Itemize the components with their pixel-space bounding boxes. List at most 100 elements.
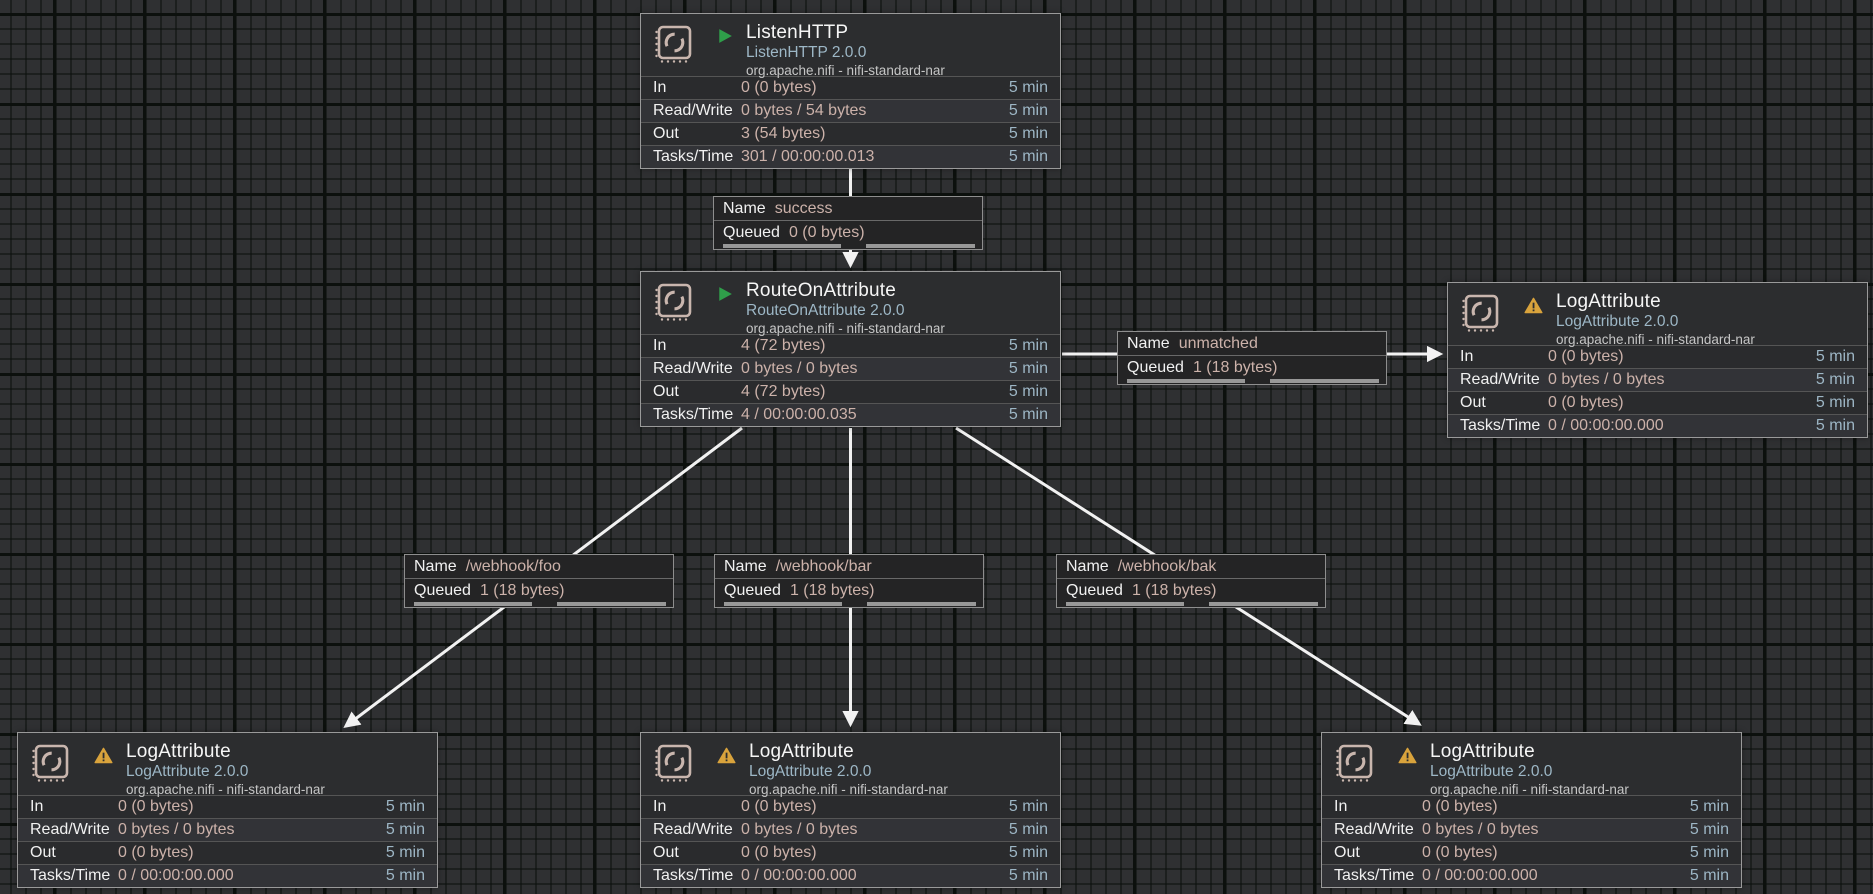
processor-header: LogAttribute LogAttribute 2.0.0 org.apac… <box>641 733 1060 797</box>
stat-row-taskstime: Tasks/Time 0 / 00:00:00.000 5 min <box>1448 414 1867 437</box>
processor-stamp-icon <box>653 743 693 789</box>
queued-key: Queued <box>723 224 780 241</box>
processor-bundle: org.apache.nifi - nifi-standard-nar <box>749 782 948 797</box>
stat-label: In <box>30 798 44 815</box>
queued-value: 0 (0 bytes) <box>788 224 865 241</box>
stat-label: Out <box>30 844 56 861</box>
stat-window: 5 min <box>1008 360 1048 377</box>
processor-header: ListenHTTP ListenHTTP 2.0.0 org.apache.n… <box>641 14 1060 79</box>
stat-window: 5 min <box>1008 867 1048 884</box>
processor-name: LogAttribute <box>126 741 231 762</box>
processor-bundle: org.apache.nifi - nifi-standard-nar <box>126 782 325 797</box>
stat-value: 0 (0 bytes) <box>118 798 194 815</box>
stat-window: 5 min <box>1689 798 1729 815</box>
connection-name-row: Name/webhook/bar <box>715 555 983 579</box>
processor-name: LogAttribute <box>749 741 854 762</box>
stat-label: Tasks/Time <box>1334 867 1415 884</box>
processor-header: LogAttribute LogAttribute 2.0.0 org.apac… <box>18 733 437 797</box>
stat-value: 0 (0 bytes) <box>741 798 817 815</box>
stat-label: Read/Write <box>1334 821 1414 838</box>
stat-row-in: In 0 (0 bytes) 5 min <box>641 795 1060 818</box>
name-value: success <box>774 200 833 217</box>
processor-type: LogAttribute 2.0.0 <box>749 763 872 780</box>
queue-percent-bars <box>1057 602 1325 607</box>
stat-label: Read/Write <box>1460 371 1540 388</box>
stat-value: 3 (54 bytes) <box>741 125 826 142</box>
stat-value: 0 (0 bytes) <box>118 844 194 861</box>
connection-queued-row: Queued 0 (0 bytes) <box>714 221 982 244</box>
stat-row-taskstime: Tasks/Time 4 / 00:00:00.035 5 min <box>641 403 1060 426</box>
processor-name: RouteOnAttribute <box>746 280 897 301</box>
processor-titles: ListenHTTP ListenHTTP 2.0.0 org.apache.n… <box>746 21 1050 79</box>
stat-row-out: Out 4 (72 bytes) 5 min <box>641 380 1060 403</box>
processor-logattribute-foo[interactable]: LogAttribute LogAttribute 2.0.0 org.apac… <box>17 732 438 888</box>
processor-logattribute-bar[interactable]: LogAttribute LogAttribute 2.0.0 org.apac… <box>640 732 1061 888</box>
processor-header: RouteOnAttribute RouteOnAttribute 2.0.0 … <box>641 272 1060 336</box>
processor-listenhttp[interactable]: ListenHTTP ListenHTTP 2.0.0 org.apache.n… <box>640 13 1061 169</box>
stat-row-taskstime: Tasks/Time 0 / 00:00:00.000 5 min <box>641 864 1060 887</box>
stat-label: Read/Write <box>653 102 733 119</box>
queued-value: 1 (18 bytes) <box>479 582 565 599</box>
stat-row-in: In 0 (0 bytes) 5 min <box>18 795 437 818</box>
stat-window: 5 min <box>1689 844 1729 861</box>
stat-row-taskstime: Tasks/Time 0 / 00:00:00.000 5 min <box>1322 864 1741 887</box>
processor-routeonattribute[interactable]: RouteOnAttribute RouteOnAttribute 2.0.0 … <box>640 271 1061 427</box>
processor-name: LogAttribute <box>1430 741 1535 762</box>
queue-percent-bars <box>1118 379 1386 384</box>
processor-type: ListenHTTP 2.0.0 <box>746 44 867 61</box>
stat-window: 5 min <box>1008 337 1048 354</box>
stat-window: 5 min <box>1815 417 1855 434</box>
stat-value: 0 (0 bytes) <box>1548 348 1624 365</box>
processor-titles: LogAttribute LogAttribute 2.0.0 org.apac… <box>1556 290 1857 348</box>
stat-window: 5 min <box>1008 79 1048 96</box>
stat-label: Out <box>1334 844 1360 861</box>
name-key: Name <box>724 558 767 575</box>
processor-header: LogAttribute LogAttribute 2.0.0 org.apac… <box>1448 283 1867 348</box>
processor-stamp-icon <box>653 24 693 70</box>
stat-window: 5 min <box>1689 821 1729 838</box>
connection-name-row: Name/webhook/foo <box>405 555 673 579</box>
processor-type: LogAttribute 2.0.0 <box>1430 763 1553 780</box>
warning-icon <box>1524 297 1543 319</box>
stat-label: Out <box>1460 394 1486 411</box>
run-status-running-icon <box>717 28 733 49</box>
processor-logattribute-bak[interactable]: LogAttribute LogAttribute 2.0.0 org.apac… <box>1321 732 1742 888</box>
queue-percent-bars <box>715 602 983 607</box>
stat-value: 4 (72 bytes) <box>741 383 826 400</box>
stat-window: 5 min <box>1008 798 1048 815</box>
processor-bundle: org.apache.nifi - nifi-standard-nar <box>746 63 945 78</box>
stat-row-out: Out 0 (0 bytes) 5 min <box>18 841 437 864</box>
stat-window: 5 min <box>1815 394 1855 411</box>
stat-window: 5 min <box>1815 371 1855 388</box>
stat-row-in: In 4 (72 bytes) 5 min <box>641 334 1060 357</box>
stat-label: Tasks/Time <box>653 148 734 165</box>
stat-label: Read/Write <box>30 821 110 838</box>
stat-label: Out <box>653 844 679 861</box>
stat-label: Read/Write <box>653 360 733 377</box>
processor-logattribute-unmatched[interactable]: LogAttribute LogAttribute 2.0.0 org.apac… <box>1447 282 1868 438</box>
stat-value: 4 (72 bytes) <box>741 337 826 354</box>
stat-window: 5 min <box>1008 383 1048 400</box>
stat-value: 0 (0 bytes) <box>741 844 817 861</box>
queue-percent-bars <box>714 244 982 249</box>
stat-window: 5 min <box>1815 348 1855 365</box>
stat-window: 5 min <box>1689 867 1729 884</box>
stat-label: Tasks/Time <box>653 867 734 884</box>
processor-type: LogAttribute 2.0.0 <box>126 763 249 780</box>
stat-label: In <box>653 798 667 815</box>
processor-stamp-icon <box>1334 743 1374 789</box>
stat-window: 5 min <box>1008 102 1048 119</box>
warning-icon <box>1398 747 1417 769</box>
stat-window: 5 min <box>1008 844 1048 861</box>
stat-value: 0 / 00:00:00.000 <box>1548 417 1664 434</box>
run-status-running-icon <box>717 286 733 307</box>
stat-window: 5 min <box>385 798 425 815</box>
stat-value: 0 / 00:00:00.000 <box>741 867 857 884</box>
